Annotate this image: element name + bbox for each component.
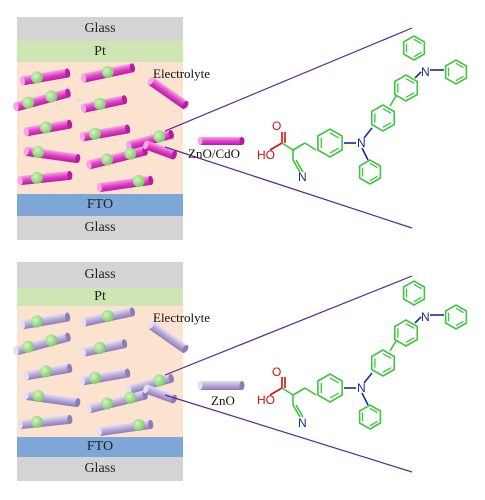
zoom-rod-1 xyxy=(197,137,245,145)
nanorod-2-8 xyxy=(23,390,81,408)
dye-dot-1-10-0 xyxy=(30,171,43,184)
glass-top-layer-1: Glass xyxy=(17,17,183,41)
nanorod-1-8 xyxy=(23,146,81,164)
electrolyte-label-2: Electrolyte xyxy=(153,310,210,325)
glass-bottom-layer-2: Glass xyxy=(17,457,183,481)
dye-dot-2-5-0 xyxy=(39,365,52,378)
nanorod-2-5 xyxy=(23,363,73,381)
rod-label-2: ZnO xyxy=(211,393,235,408)
pt-label-1: Pt xyxy=(94,43,106,59)
dye-dot-1-6-0 xyxy=(88,127,101,140)
glass-bottom-label-2: Glass xyxy=(84,461,116,476)
nanorod-1-0 xyxy=(19,68,71,86)
glass-top-label-2: Glass xyxy=(84,267,116,282)
electrolyte-label-1: Electrolyte xyxy=(153,66,210,81)
o-label-1: O xyxy=(272,119,281,133)
nanorod-1-4 xyxy=(80,95,128,113)
dye-dot-2-10-0 xyxy=(30,415,43,428)
nanorods-group-2 xyxy=(13,307,189,437)
n-top-label-2: N xyxy=(421,310,430,324)
dye-dot-2-1-0 xyxy=(101,310,114,323)
dye-dot-2-9-0 xyxy=(101,397,114,410)
dye-molecule-1: HO O N N N xyxy=(257,35,468,185)
nanorod-1-10 xyxy=(17,170,73,186)
nanorod-1-11 xyxy=(96,175,154,193)
nanorod-2-1 xyxy=(80,307,136,327)
dye-dot-2-3-0 xyxy=(22,340,35,353)
dye-dot-2-11-0 xyxy=(132,419,145,432)
fto-layer-2: FTO xyxy=(17,437,183,457)
glass-top-label-1: Glass xyxy=(84,21,116,36)
nanorods-group-1 xyxy=(13,63,189,193)
rod-label-1: ZnO/CdO xyxy=(188,146,240,161)
nanorod-1-12 xyxy=(143,140,177,160)
nanorod-1-3 xyxy=(13,88,71,112)
dye-dot-1-3-0 xyxy=(22,96,35,109)
zoom-lines-1 xyxy=(164,27,413,229)
dye-dot-1-9-0 xyxy=(101,153,114,166)
nanorod-1-2 xyxy=(147,76,189,110)
nanorod-2-6 xyxy=(79,368,131,386)
dye-dot-1-8-0 xyxy=(32,146,45,159)
nanorod-2-3 xyxy=(13,332,71,356)
dye-dot-2-6-0 xyxy=(88,371,101,384)
n-mid-label-1: N xyxy=(357,136,366,150)
nanorod-1-9 xyxy=(86,146,148,170)
nanorod-2-2 xyxy=(147,320,189,354)
dye-dot-1-5-0 xyxy=(39,121,52,134)
dye-dot-2-4-0 xyxy=(93,341,106,354)
pt-layer-1: Pt xyxy=(17,41,183,62)
dye-dot-1-3-1 xyxy=(45,90,58,103)
n-mid-label-2: N xyxy=(357,381,366,395)
dye-dot-2-7-0 xyxy=(153,374,166,387)
dye-dot-1-7-0 xyxy=(153,130,166,143)
zoom-lines-2 xyxy=(164,275,413,473)
nanorod-2-7 xyxy=(126,373,174,395)
dye-dot-1-0-0 xyxy=(30,71,43,84)
nanorod-2-0 xyxy=(19,312,71,330)
glass-bottom-layer-1: Glass xyxy=(17,216,183,240)
nanorod-1-7 xyxy=(126,129,174,151)
o-label-2: O xyxy=(272,365,281,379)
nanorod-2-9 xyxy=(86,390,148,414)
pt-label-2: Pt xyxy=(94,289,106,304)
pt-layer-2: Pt xyxy=(17,288,183,306)
nanorod-1-1 xyxy=(80,63,136,83)
dye-dot-1-9-1 xyxy=(124,147,137,160)
fto-layer-1: FTO xyxy=(17,194,183,216)
dye-molecule-2: HO O N N N xyxy=(257,280,468,430)
nanorod-1-6 xyxy=(79,124,131,142)
glass-bottom-label-1: Glass xyxy=(84,220,116,235)
dye-dot-2-0-0 xyxy=(30,315,43,328)
nanorod-2-11 xyxy=(96,419,154,437)
nanorod-2-12 xyxy=(143,384,177,404)
dye-dot-1-4-0 xyxy=(93,97,106,110)
n-cyano-label-2: N xyxy=(298,416,307,430)
ho-label-1: HO xyxy=(257,148,275,162)
zoom-rod-2 xyxy=(197,381,245,390)
n-cyano-label-1: N xyxy=(298,170,307,184)
fto-label-2: FTO xyxy=(86,439,114,454)
dye-dot-2-8-0 xyxy=(32,390,45,403)
dye-dot-2-9-1 xyxy=(124,391,137,404)
dye-dot-1-11-0 xyxy=(132,175,145,188)
dye-dot-1-1-0 xyxy=(101,66,114,79)
n-top-label-1: N xyxy=(421,65,430,79)
glass-top-layer-2: Glass xyxy=(17,262,183,288)
dye-dot-2-3-1 xyxy=(45,334,58,347)
nanorod-1-5 xyxy=(23,119,73,137)
fto-label-1: FTO xyxy=(86,197,114,212)
ho-label-2: HO xyxy=(257,393,275,407)
nanorod-2-10 xyxy=(17,414,73,430)
nanorod-2-4 xyxy=(80,339,128,357)
